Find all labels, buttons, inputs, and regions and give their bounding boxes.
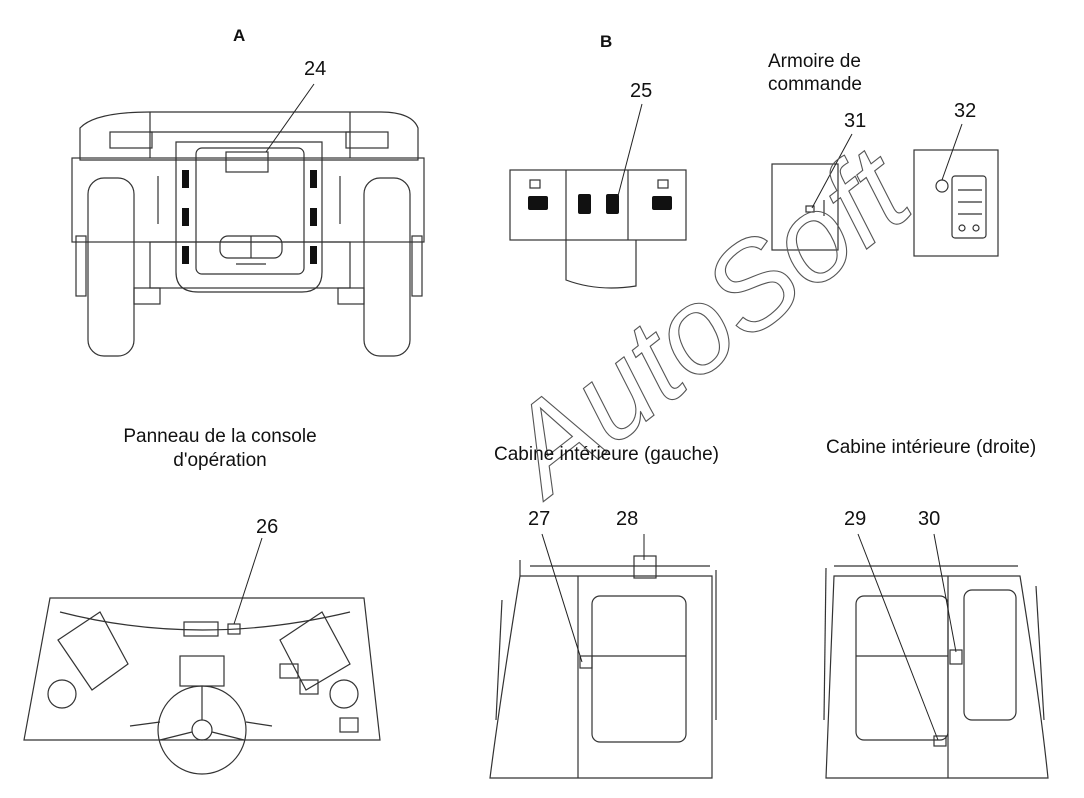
operation-console-view: [23, 597, 381, 775]
callout-26: 26: [256, 516, 279, 538]
cabin-right-view: [823, 565, 1049, 779]
console-label-line2: d'opération: [173, 450, 267, 471]
callout-30: 30: [918, 508, 941, 530]
view-a-label: A: [233, 26, 246, 45]
callout-24: 24: [304, 58, 327, 80]
cabin-left-view: [489, 555, 717, 779]
console-label-line1: Panneau de la console: [123, 426, 317, 447]
callout-32: 32: [954, 100, 977, 122]
callout-leaders: [233, 83, 963, 741]
callout-31: 31: [844, 110, 867, 132]
cabin-right-label: Cabine intérieure (droite): [826, 437, 1037, 458]
control-cabinet-label: Armoire de commande: [768, 51, 862, 91]
view-b-label: B: [600, 32, 613, 51]
callout-25: 25: [630, 80, 653, 102]
machine-rear-view: [71, 111, 425, 357]
callout-27: 27: [528, 508, 551, 530]
cabin-left-label: Cabine intérieure (gauche): [494, 444, 719, 465]
callout-28: 28: [616, 508, 639, 530]
callout-29: 29: [844, 508, 867, 530]
panel-b-view: [509, 169, 687, 289]
